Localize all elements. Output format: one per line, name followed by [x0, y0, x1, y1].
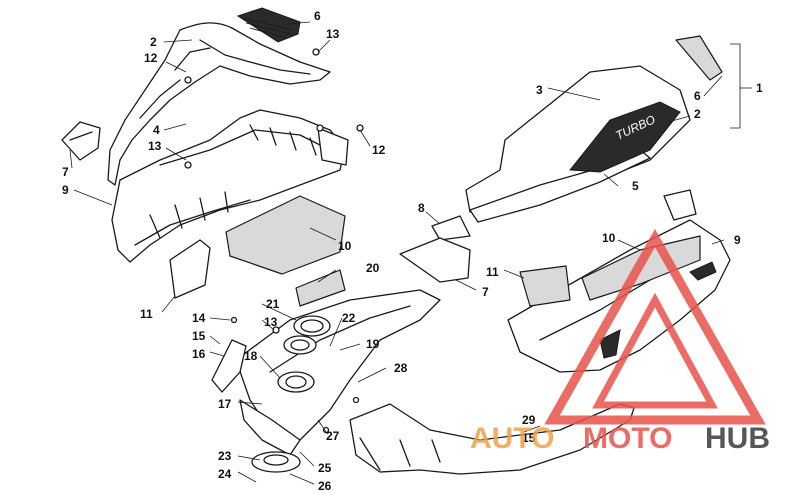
callout-6: 6 [314, 9, 321, 23]
upper-hood-panel [107, 22, 331, 186]
hood-base-tray [111, 109, 349, 263]
side-vent-cap [675, 35, 723, 81]
mount-bracket [211, 339, 247, 393]
deflector-7 [399, 237, 471, 283]
callout-9: 9 [62, 183, 69, 197]
callout-8: 8 [418, 201, 425, 215]
callout-28: 28 [394, 361, 408, 375]
callout-16: 16 [192, 347, 206, 361]
watermark-triangle-icon [544, 228, 766, 425]
hood-assembly [61, 7, 364, 299]
callout-17: 17 [218, 397, 232, 411]
fasteners-top [184, 48, 364, 169]
callout-labels: 6 13 2 12 4 13 12 7 9 10 11 20 14 21 13 … [62, 9, 763, 493]
callout-4: 4 [153, 123, 160, 137]
callout-29: 29 [522, 413, 536, 427]
cover-plate [295, 269, 346, 307]
callout-12: 12 [372, 143, 386, 157]
watermark-logo: AUTO MOTO HUB [470, 228, 770, 455]
callout-10: 10 [602, 231, 616, 245]
callout-26: 26 [318, 479, 332, 493]
callout-13: 13 [264, 315, 278, 329]
access-panel-left [169, 239, 211, 299]
callout-11: 11 [140, 307, 153, 321]
callout-14: 14 [192, 311, 206, 325]
access-panel-right [519, 265, 571, 307]
callout-27: 27 [326, 429, 340, 443]
callout-7: 7 [62, 165, 69, 179]
callout-5: 5 [632, 179, 639, 193]
callout-22: 22 [342, 311, 356, 325]
leader-lines [69, 21, 752, 485]
watermark-auto: AUTO [470, 422, 554, 455]
callout-21: 21 [266, 297, 280, 311]
callout-11: 11 [486, 265, 499, 279]
console-assembly [211, 269, 441, 473]
gauge-rings [277, 315, 331, 393]
callout-25: 25 [318, 461, 332, 475]
callout-7: 7 [482, 285, 489, 299]
vent-grille [236, 7, 301, 43]
callout-23: 23 [218, 449, 232, 463]
callout-18: 18 [244, 349, 258, 363]
callout-19: 19 [366, 337, 380, 351]
callout-2: 2 [150, 35, 157, 49]
callout-1: 1 [756, 81, 763, 95]
callout-13: 13 [326, 27, 340, 41]
foam-insulation-left [225, 195, 346, 275]
callout-10: 10 [338, 239, 352, 253]
callout-2: 2 [694, 107, 701, 121]
callout-3: 3 [536, 83, 543, 97]
callout-9: 9 [734, 233, 741, 247]
deflector-8 [431, 215, 471, 241]
callout-12: 12 [144, 51, 158, 65]
callout-20: 20 [366, 261, 380, 275]
callout-15: 15 [192, 329, 206, 343]
callout-6: 6 [694, 89, 701, 103]
turbo-decal [569, 101, 681, 173]
callout-15: 15 [522, 431, 536, 445]
watermark-moto: MOTO [583, 422, 672, 455]
side-deflector-left [61, 121, 101, 161]
bottom-cup [251, 451, 301, 473]
watermark-hub: HUB [705, 422, 770, 455]
callout-24: 24 [218, 467, 232, 481]
callout-13: 13 [148, 139, 162, 153]
